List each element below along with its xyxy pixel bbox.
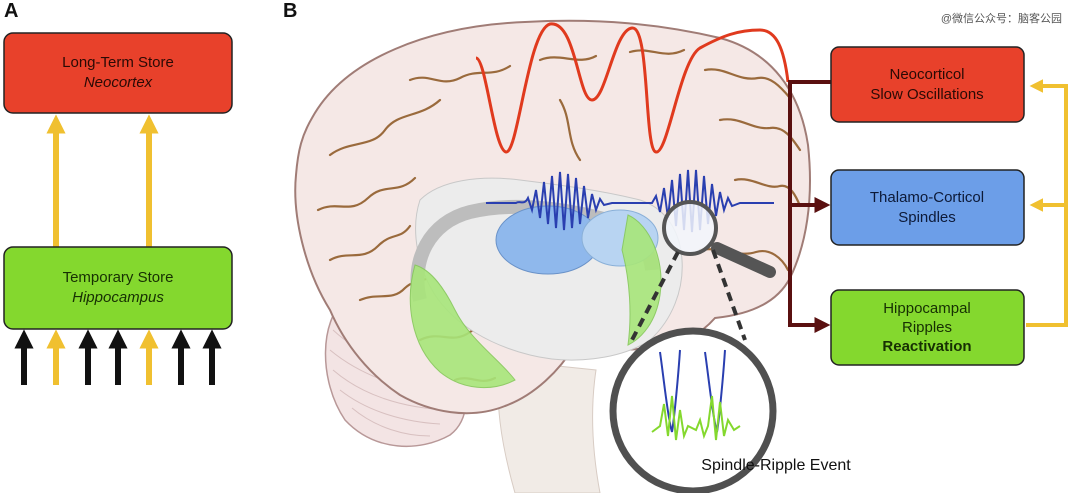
temporary-store-label: Temporary Store xyxy=(63,269,174,286)
slow-oscillations-label: Slow Oscillations xyxy=(870,86,983,103)
hippocampus-left xyxy=(409,264,516,389)
panel-a-letter: A xyxy=(4,0,18,22)
slow-oscillation-trace xyxy=(474,22,790,154)
inset-circle xyxy=(609,327,777,493)
inset-ripple-trace xyxy=(651,395,741,441)
magnifier-lens xyxy=(662,200,718,256)
inset-spindle-1 xyxy=(659,349,681,433)
oscillation-connectors xyxy=(788,80,831,333)
hippocampus-right xyxy=(621,214,662,346)
spindle-trace-left xyxy=(486,171,640,231)
panel-b-letter: B xyxy=(283,0,297,22)
long-term-store-label: Long-Term Store xyxy=(62,54,174,71)
long-term-store-box xyxy=(3,32,233,114)
hippocampus-label: Hippocampus xyxy=(72,289,164,306)
neocortical-slow-oscillations-box xyxy=(830,46,1025,123)
inset-caption: Spindle-Ripple Event xyxy=(701,457,851,474)
hippocampal-label: Hippocampal xyxy=(883,300,971,317)
spindle-ripple-inset: Spindle-Ripple Event xyxy=(609,327,851,493)
temporary-store-box xyxy=(3,246,233,330)
neocortical-label: Neocorticol xyxy=(889,66,964,83)
magnifier-handle xyxy=(711,242,776,278)
zoom-line-right xyxy=(711,249,747,341)
hippocampal-ripples-box xyxy=(830,289,1025,366)
input-arrows xyxy=(14,329,222,385)
cortex-sulci xyxy=(316,48,802,382)
zoom-line-left xyxy=(630,251,680,341)
feedback-arrows xyxy=(1026,79,1068,327)
watermark-text: @微信公众号：脑客公园 xyxy=(941,11,1062,25)
reactivation-label: Reactivation xyxy=(882,338,971,355)
magnifier xyxy=(630,200,776,341)
thalamo-cortical-label: Thalamo-Corticol xyxy=(870,189,984,206)
thalamo-cortical-spindles-box xyxy=(830,169,1025,246)
ripples-label: Ripples xyxy=(902,319,952,336)
neocortex-label: Neocortex xyxy=(84,74,153,91)
spindles-label: Spindles xyxy=(898,209,956,226)
brain-illustration xyxy=(294,19,811,493)
